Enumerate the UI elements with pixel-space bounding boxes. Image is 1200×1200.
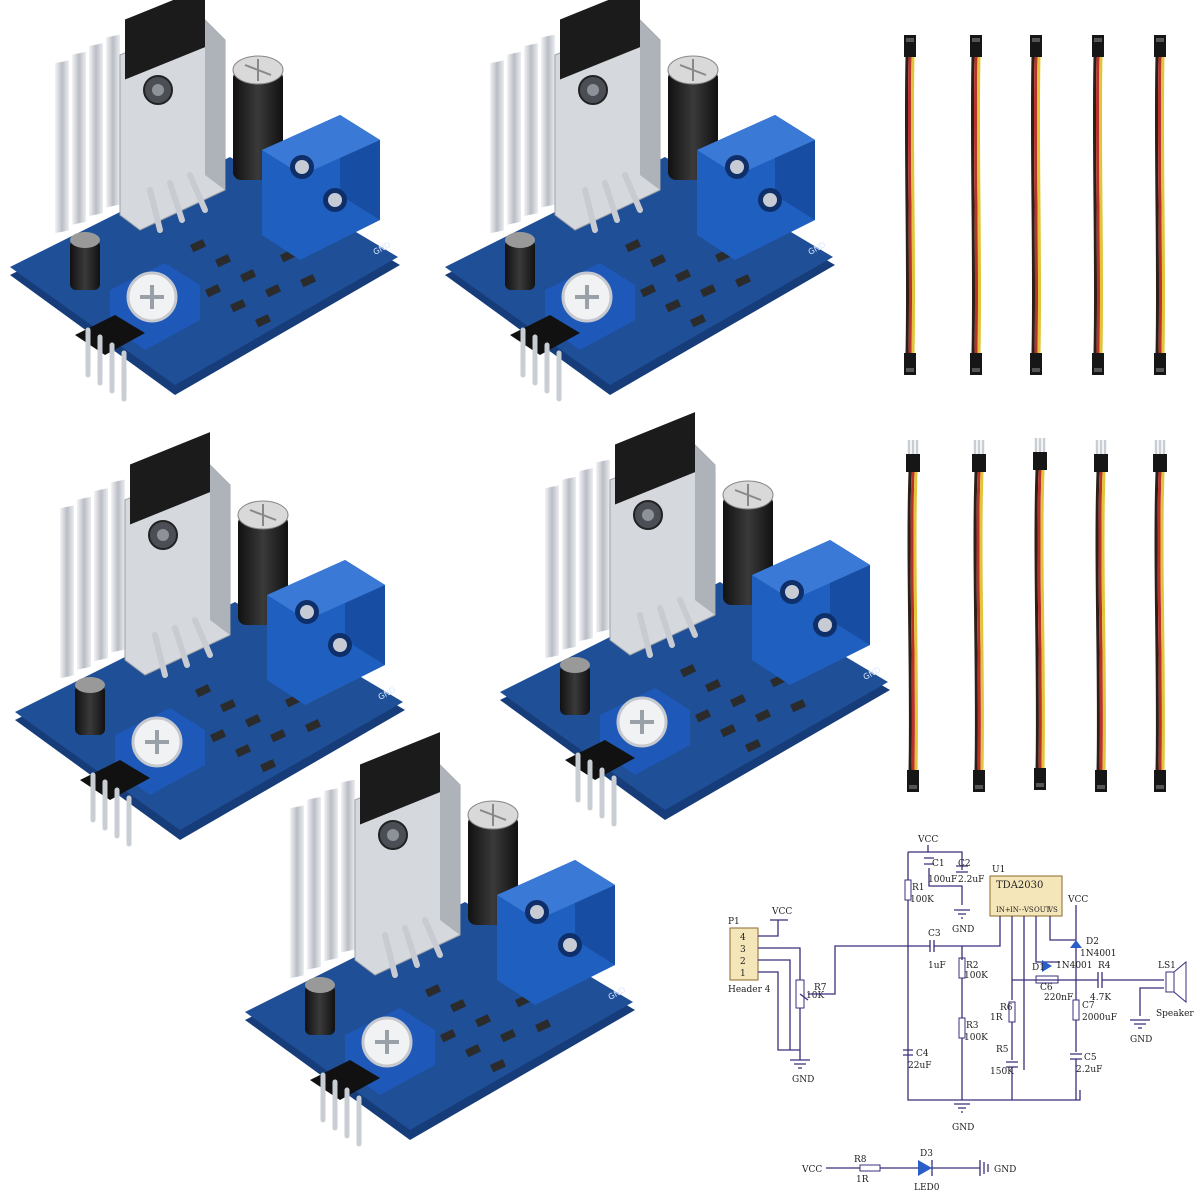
component-value: 100K — [964, 971, 988, 981]
amplifier-board — [445, 0, 835, 399]
gnd-label: GND — [994, 1165, 1016, 1175]
jumper-cable — [1031, 436, 1049, 792]
component-value: 1uF — [928, 961, 946, 971]
ic-ref: U1 — [992, 865, 1005, 875]
gnd-label: GND — [1130, 1035, 1152, 1045]
gnd-label: GND — [952, 1123, 974, 1133]
component-ref: R5 — [996, 1045, 1009, 1055]
component-value: 22uF — [908, 1061, 932, 1071]
component-ref: R2 — [966, 961, 979, 971]
component-value: 1N4001 — [1056, 961, 1093, 971]
component-ref: C6 — [1040, 983, 1053, 993]
component-ref: LS1 — [1158, 961, 1176, 971]
component-ref: R4 — [1098, 961, 1111, 971]
component-value: 2.2uF — [958, 875, 984, 885]
component-value: 150K — [990, 1067, 1014, 1077]
component-value: 2000uF — [1082, 1013, 1117, 1023]
jumper-cable — [904, 438, 922, 794]
header-pin: 3 — [740, 945, 746, 955]
ic-pin: OUT — [1034, 906, 1051, 914]
component-value: 100uF — [928, 875, 957, 885]
gnd-label: GND — [792, 1075, 814, 1085]
component-ref: D2 — [1086, 937, 1099, 947]
header-pin: 2 — [740, 957, 746, 967]
ic-pin: IN- — [1010, 906, 1022, 914]
jumper-cable — [968, 33, 984, 377]
vcc-label: VCC — [801, 1165, 822, 1175]
ic-pin: IN+ — [996, 906, 1011, 914]
ic-pin: -VS — [1022, 906, 1034, 914]
header-pin: 4 — [740, 933, 746, 943]
component-value: 100K — [910, 895, 934, 905]
component-value: LED0 — [914, 1183, 940, 1193]
component-ref: D3 — [920, 1149, 933, 1159]
component-value: 4.7K — [1090, 993, 1111, 1003]
jumper-cable — [1090, 33, 1106, 377]
component-ref: C7 — [1082, 1001, 1095, 1011]
jumper-cable — [1152, 33, 1168, 377]
component-ref: C3 — [928, 929, 941, 939]
component-value: 220nF — [1044, 993, 1073, 1003]
component-value: Speaker — [1156, 1009, 1194, 1019]
component-ref: R3 — [966, 1021, 979, 1031]
ic-pin: VS — [1047, 906, 1058, 914]
vcc-label: VCC — [771, 907, 792, 917]
header-name: Header 4 — [728, 985, 771, 995]
component-value: 1N4001 — [1080, 949, 1117, 959]
header-ref: P1 — [728, 917, 740, 927]
jumper-cable — [902, 33, 918, 377]
ic-part: TDA2030 — [996, 880, 1043, 891]
component-ref: R6 — [1000, 1003, 1013, 1013]
amplifier-schematic: P1 4 3 2 1 Header 4 VCC R7 10K GND VCC C… — [728, 835, 1194, 1193]
amplifier-board — [10, 0, 400, 399]
component-ref: C2 — [958, 859, 971, 869]
jumper-cable — [1151, 438, 1169, 794]
jumper-cable — [1028, 33, 1044, 377]
jumper-cable — [1092, 438, 1110, 794]
component-value: 100K — [964, 1033, 988, 1043]
component-value: 10K — [806, 991, 824, 1001]
header-pin: 1 — [740, 969, 746, 979]
component-ref: C5 — [1084, 1053, 1097, 1063]
component-ref: C4 — [916, 1049, 929, 1059]
gnd-label: GND — [952, 925, 974, 935]
component-ref: R7 — [814, 983, 827, 993]
jumper-cable — [970, 438, 988, 794]
component-ref: R1 — [912, 883, 925, 893]
component-value: 1R — [856, 1175, 869, 1185]
component-ref: D1 — [1032, 963, 1045, 973]
component-ref: C1 — [932, 859, 945, 869]
component-ref: R8 — [854, 1155, 867, 1165]
amplifier-board — [500, 412, 890, 824]
vcc-label: VCC — [917, 835, 938, 845]
vcc-label: VCC — [1067, 895, 1088, 905]
component-value: 1R — [990, 1013, 1003, 1023]
component-value: 2.2uF — [1076, 1065, 1102, 1075]
